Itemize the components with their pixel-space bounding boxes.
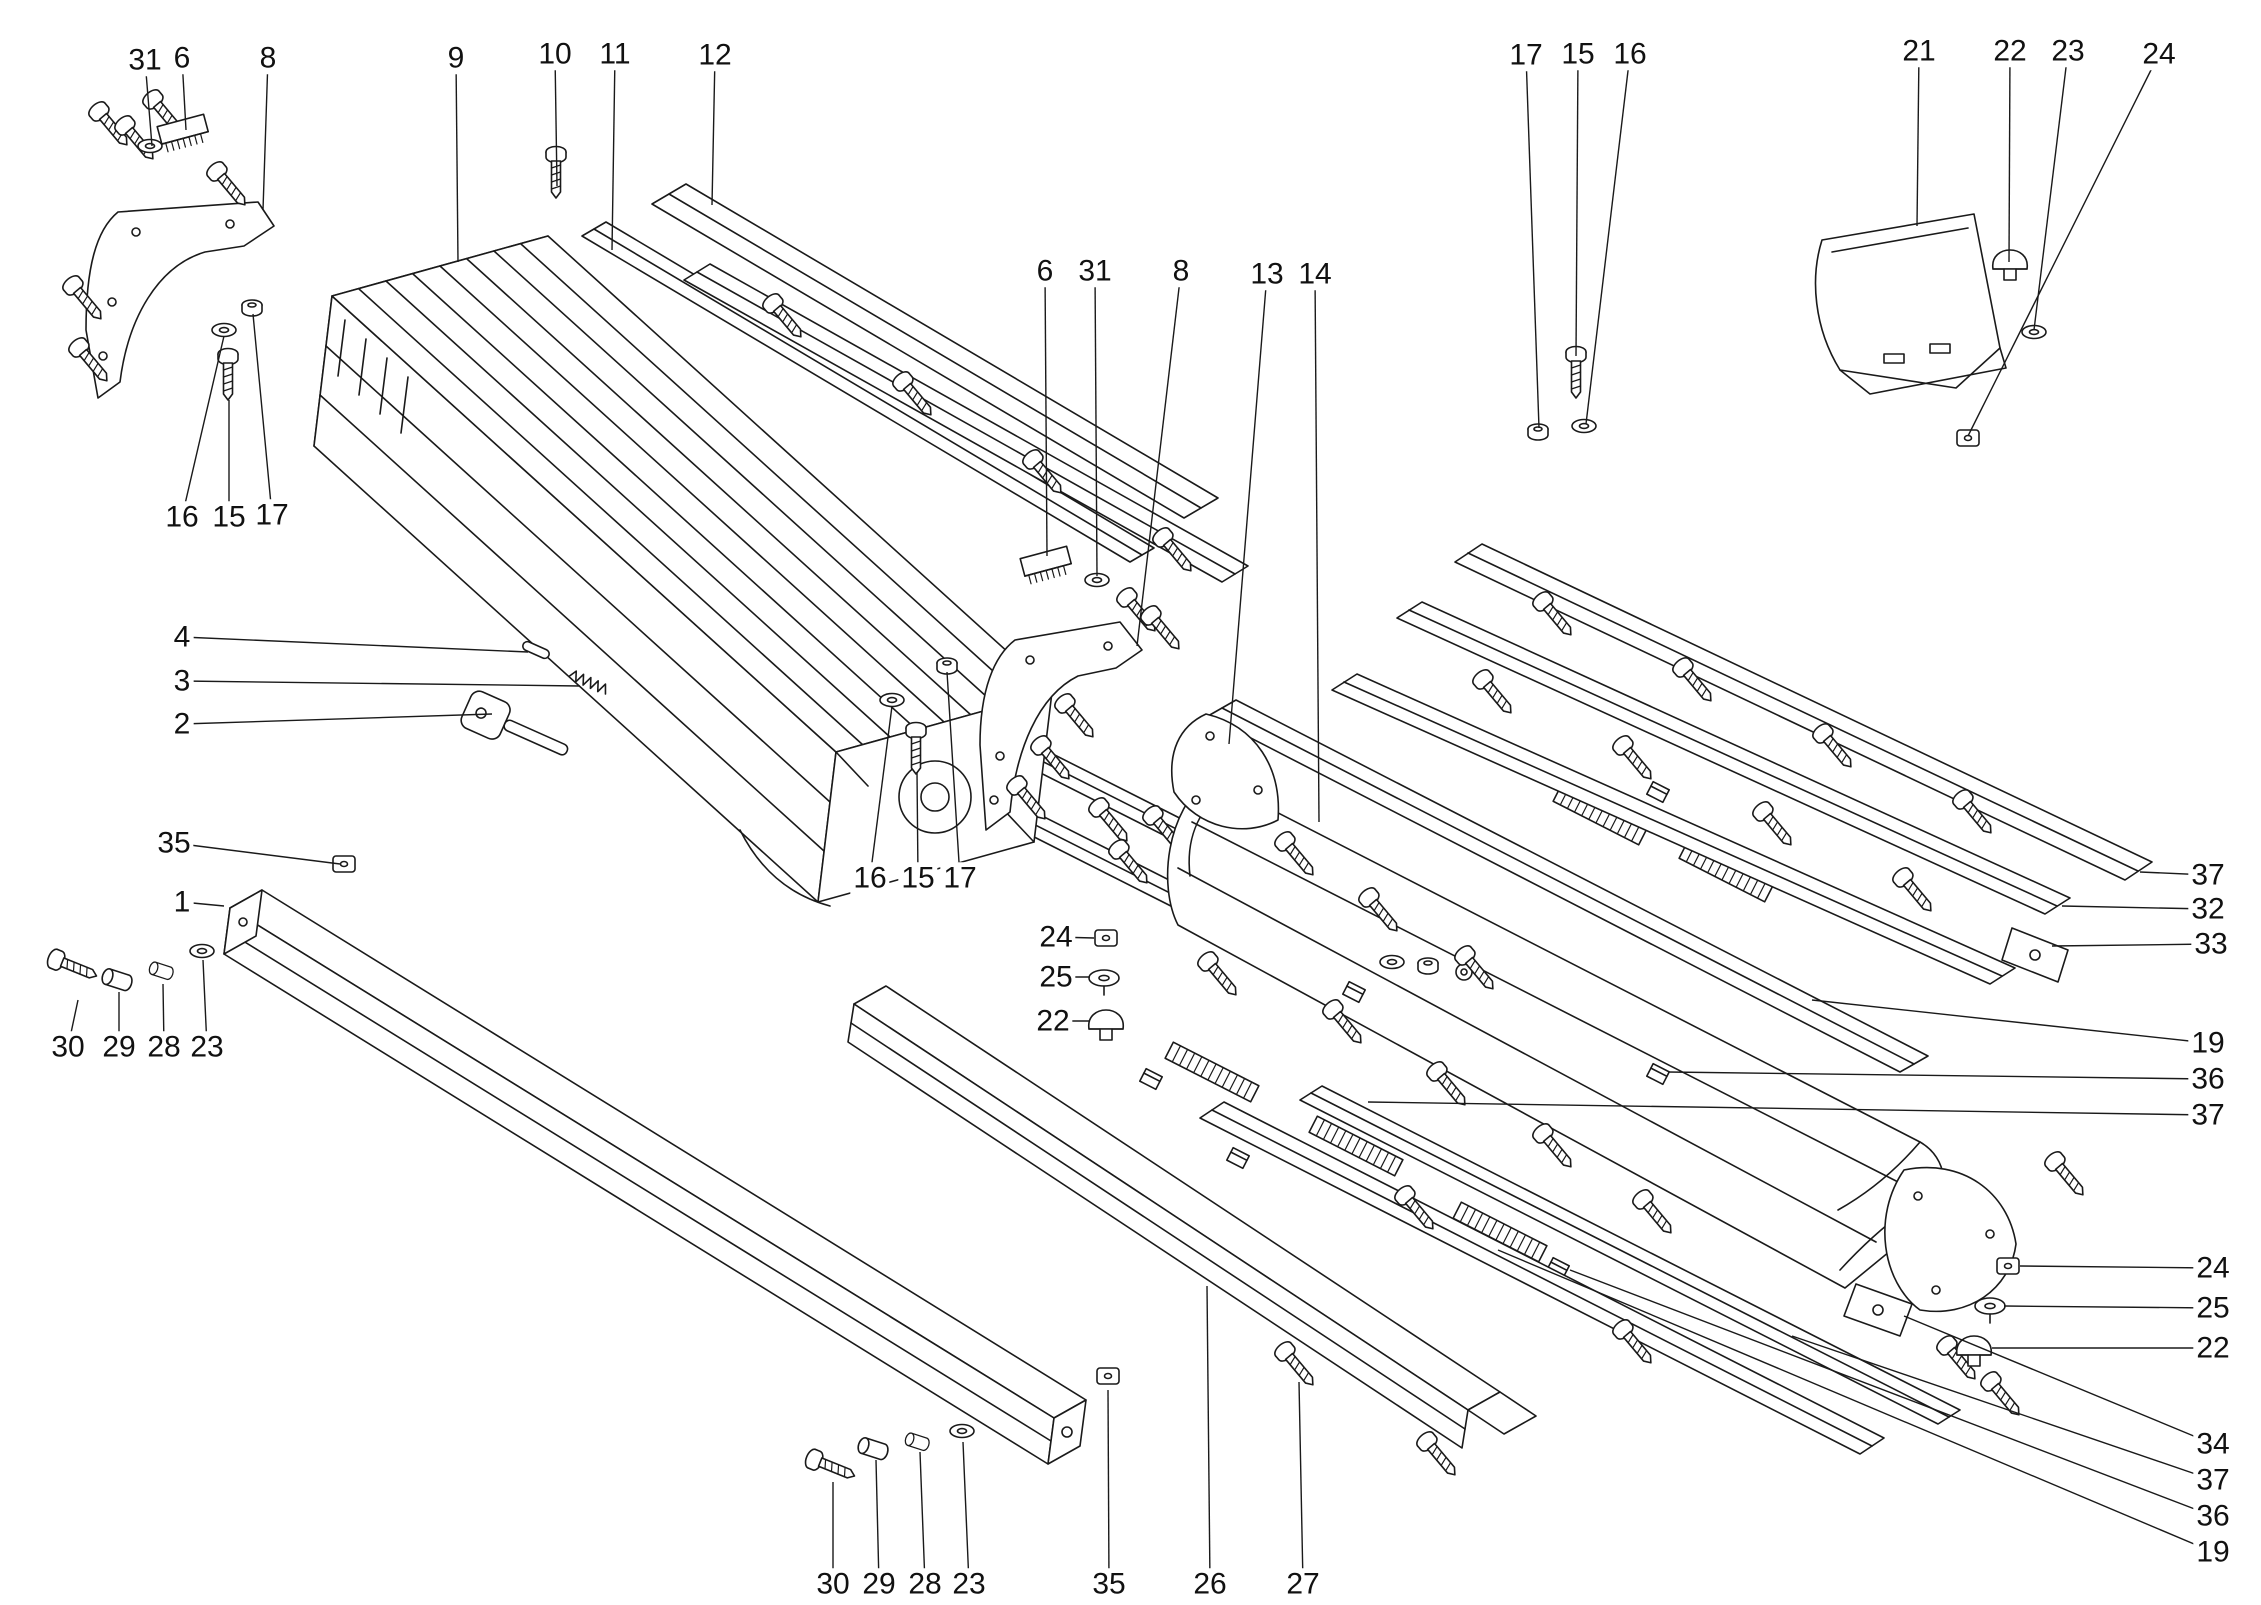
- leader-line: [252, 313, 273, 516]
- leader-line: [919, 1451, 926, 1585]
- leader-line: [1107, 1389, 1110, 1585]
- leader-line: [916, 771, 919, 879]
- angle-rail: [847, 985, 1537, 1482]
- leader-line: [2051, 943, 2212, 947]
- leader-line: [67, 999, 79, 1048]
- leader-line: [1094, 270, 1098, 577]
- leader-line: [202, 959, 208, 1048]
- mounting-bracket: [1814, 213, 2047, 447]
- leader-line: [962, 1441, 970, 1585]
- leader-line: [1967, 53, 2160, 437]
- end-cap-right: [1884, 1148, 2092, 1422]
- leader-line: [2019, 1265, 2214, 1269]
- leader-line: [181, 680, 581, 687]
- leader-line: [1525, 54, 1540, 429]
- leader-line: [1791, 1335, 2214, 1481]
- leader-line: [1136, 270, 1182, 647]
- leader-line: [181, 636, 529, 653]
- leader-line: [1367, 1101, 2209, 1116]
- leader-line: [181, 57, 187, 131]
- leader-line: [1055, 936, 1095, 939]
- leader-line: [144, 59, 153, 147]
- leader-line: [1228, 273, 1268, 745]
- leader-line: [2033, 50, 2069, 331]
- leader-line: [1569, 1269, 2214, 1517]
- leader-line: [1903, 1315, 2214, 1445]
- leader-line: [554, 53, 558, 187]
- leader-line: [946, 671, 961, 879]
- leader-line: [1575, 53, 1579, 357]
- leader-line: [869, 705, 893, 879]
- leader-line: [173, 842, 341, 865]
- leader-line: [1044, 270, 1048, 557]
- leader-line: [162, 983, 165, 1048]
- leader-line: [711, 54, 716, 206]
- lower-edge-strips: [1199, 1085, 1961, 1455]
- guide-rail-tube: [44, 855, 1120, 1487]
- leader-line: [181, 335, 225, 518]
- leader-line: [2061, 905, 2209, 910]
- top-cover-rails: [545, 145, 1249, 583]
- leader-line: [2003, 1305, 2214, 1309]
- leader-line: [1811, 999, 2209, 1044]
- end-plate-left: [59, 86, 275, 399]
- leader-line: [2008, 50, 2011, 263]
- lock-key-assembly: [460, 640, 607, 756]
- leader-line: [1497, 1249, 2214, 1553]
- leader-line: [1298, 1381, 1304, 1585]
- right-guide-rails: [1331, 543, 2153, 985]
- beam-extrusion: [313, 235, 1053, 907]
- leader-line: [2139, 871, 2209, 876]
- housing-extrusion: [1139, 777, 1945, 1289]
- leader-line: [1916, 50, 1920, 227]
- leader-line: [1667, 1071, 2209, 1080]
- leader-line: [455, 57, 459, 263]
- leader-line: [875, 1459, 880, 1585]
- leader-line: [1314, 273, 1320, 823]
- leader-line: [1585, 53, 1631, 425]
- leader-line: [181, 713, 493, 725]
- leader-line: [611, 53, 616, 251]
- housing-cover-strip: [1207, 699, 1929, 1073]
- leader-line: [1206, 1285, 1211, 1585]
- leader-line: [181, 901, 225, 907]
- center-end-parts: [879, 545, 1280, 890]
- leader-line: [262, 57, 269, 211]
